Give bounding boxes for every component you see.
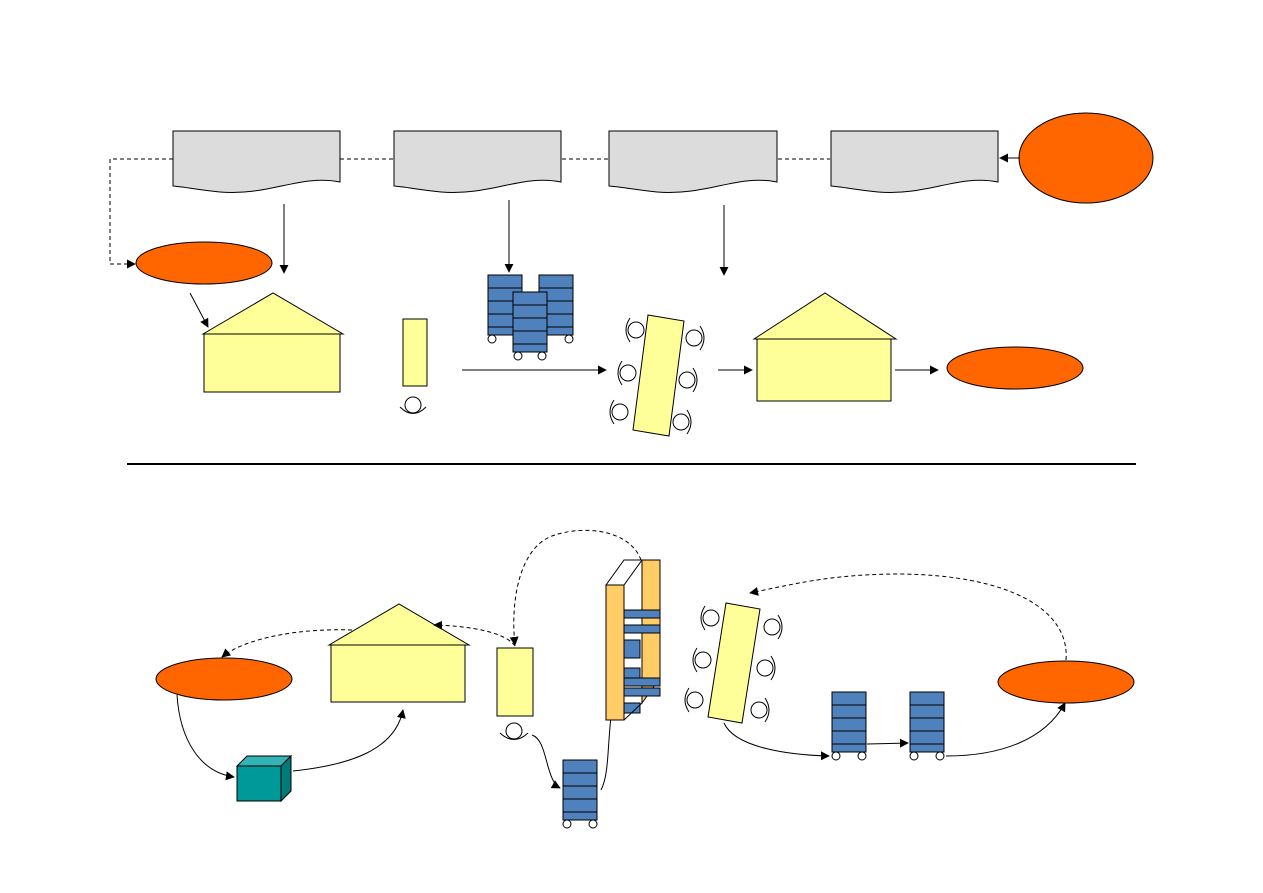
oval-to-building-arrow — [189, 292, 209, 328]
chair — [684, 687, 704, 713]
chair — [750, 697, 770, 723]
workstation — [399, 318, 428, 414]
rack — [909, 691, 945, 761]
rack — [562, 759, 598, 829]
document-to-oval-connector — [109, 158, 173, 269]
chair — [692, 647, 712, 673]
workstation — [496, 647, 534, 740]
document-shape-2 — [393, 130, 562, 193]
rack — [831, 691, 867, 761]
meeting-table — [684, 602, 783, 724]
crate-to-building-arrow — [292, 709, 406, 772]
workstation-to-rack-arrow — [531, 734, 561, 789]
output-oval — [946, 346, 1084, 390]
chair — [672, 409, 692, 435]
chair — [685, 325, 705, 351]
rack-to-rack-arrow — [866, 738, 909, 748]
upper-flow — [109, 112, 1154, 437]
lower-flow — [155, 529, 1135, 829]
rack-to-oval-arrow — [945, 702, 1066, 757]
source-oval — [1018, 112, 1154, 204]
chair — [700, 605, 720, 631]
meeting-table — [609, 314, 705, 437]
chair — [625, 317, 645, 343]
building-2 — [752, 292, 898, 402]
document-shape-4 — [830, 130, 999, 193]
building-1 — [201, 292, 345, 393]
rack-group — [487, 274, 574, 361]
document-shape-1 — [172, 130, 341, 193]
oval-to-crate-arrow — [176, 694, 235, 781]
oval-to-table-dashed-arrow — [749, 573, 1067, 661]
chair — [763, 614, 783, 640]
chair — [609, 399, 629, 425]
crate — [235, 754, 293, 803]
left-oval — [135, 241, 273, 285]
shelf-to-workstation-dashed-arrow — [509, 529, 642, 646]
return-dashed-arrow — [221, 629, 353, 658]
chair — [678, 367, 698, 393]
right-oval — [997, 660, 1135, 704]
left-oval — [155, 657, 293, 701]
rack — [512, 291, 548, 361]
chair — [756, 655, 776, 681]
building — [327, 603, 471, 703]
table-to-rack-arrow — [723, 722, 830, 761]
chair — [617, 360, 637, 386]
storage-shelf — [605, 559, 661, 721]
document-shape-3 — [608, 130, 778, 193]
